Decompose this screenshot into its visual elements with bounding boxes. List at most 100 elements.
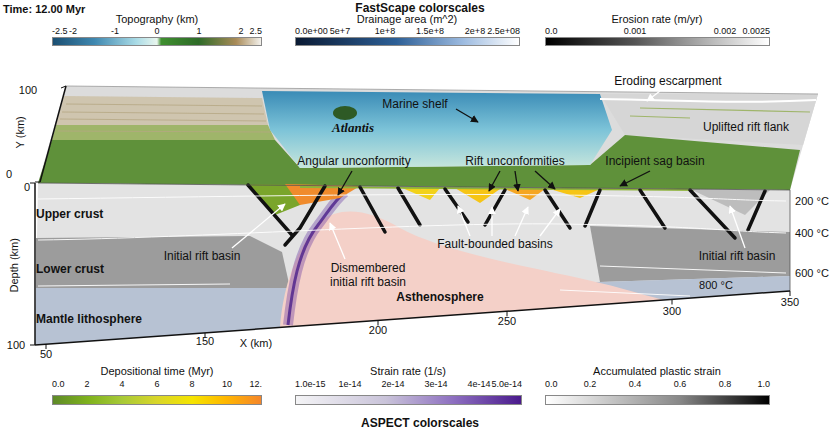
annotation-label: 350: [781, 296, 799, 309]
annotation-label: 100: [19, 84, 37, 97]
annotation-label: 800 °C: [699, 279, 733, 292]
annotation-label: 150: [196, 335, 214, 348]
annotation-label: 2.5e+08: [487, 26, 520, 36]
annotation-label: 2e-14: [381, 379, 404, 389]
isotherm: [560, 290, 690, 296]
annotation-label: -2: [69, 26, 77, 36]
annotation-label: Uplifted rift flank: [703, 121, 789, 135]
fault: [445, 189, 468, 222]
annotation-label: 2.5: [249, 26, 262, 36]
flank-band: [52, 125, 275, 140]
annotation-label: 1e+8: [375, 26, 395, 36]
annotation-label: 0.0025: [742, 26, 770, 36]
x-axis: [35, 291, 790, 345]
annotation-label: 0: [24, 181, 30, 194]
colorbar-title: Topography (km): [116, 13, 199, 26]
annotation-label: Y (km): [14, 116, 27, 148]
fault: [398, 188, 420, 225]
annotation-label: 0.002: [714, 26, 737, 36]
annotation-label: Incipient sag basin: [605, 155, 704, 169]
annotation-label: 4: [119, 379, 124, 389]
colorbar: [295, 37, 520, 46]
surface-base: [38, 86, 818, 190]
annotation-label: 100: [7, 339, 25, 352]
colorbar: [545, 37, 770, 46]
colorbar-title: Drainage area (m^2): [357, 13, 458, 26]
annotation-label: 0.6: [674, 379, 687, 389]
isotherm: [38, 194, 786, 201]
annotation-label: 0.0: [52, 379, 65, 389]
colorbar: [52, 37, 262, 46]
annotation-label: 10: [222, 379, 232, 389]
flank-striation: [58, 104, 270, 132]
sediment-basin: [550, 189, 600, 198]
isotherms: [38, 194, 786, 296]
lower-crust: [36, 236, 290, 288]
annotation-label: 50: [40, 348, 52, 361]
annotation-label: Depth (km): [8, 238, 21, 292]
annotation-label: 1: [196, 26, 201, 36]
colorbar-title: Depositional time (Myr): [100, 365, 213, 378]
annotation-label: -1: [111, 26, 119, 36]
colorbar-title: Accumulated plastic strain: [593, 365, 721, 378]
annotation-label: 0.001: [624, 26, 647, 36]
annotation-label: Initial rift basin: [699, 250, 776, 264]
island: [333, 106, 357, 120]
annotation-label: Upper crust: [36, 208, 103, 222]
colorbar: [545, 395, 770, 405]
annotation-label: 1e-14: [338, 379, 361, 389]
annotation-label: Fault-bounded basins: [437, 238, 552, 252]
flank-striation: [630, 108, 810, 118]
annotation-label: 5e+7: [330, 26, 350, 36]
sediment-basin: [455, 188, 500, 203]
leader-arrow: [515, 207, 528, 236]
annotation-label: Time: 12.00 Myr: [3, 3, 85, 16]
annotation-label: 600 °C: [795, 267, 829, 280]
annotation-label: Atlantis: [332, 121, 374, 136]
annotation-label: 8: [189, 379, 194, 389]
annotation-label: ASPECT colorscales: [361, 417, 479, 431]
annotation-label: 200: [369, 324, 387, 337]
leader-arrow: [540, 209, 560, 236]
annotation-label: 0.0: [545, 26, 558, 36]
annotation-label: 2: [84, 379, 89, 389]
annotation-label: 12.: [249, 379, 262, 389]
annotation-label: 300: [663, 305, 681, 318]
annotation-label: 0: [6, 168, 12, 181]
annotation-label: 0: [154, 26, 159, 36]
leader-arrow: [232, 204, 285, 248]
fault: [690, 190, 735, 238]
leader-arrow: [535, 171, 555, 189]
annotation-label: 0.4: [629, 379, 642, 389]
leader-arrow: [338, 171, 352, 195]
fault: [640, 190, 665, 228]
annotation-label: -2.5: [52, 26, 68, 36]
fault: [285, 186, 325, 245]
depth-axis: [34, 183, 36, 345]
annotation-label: 3e-14: [424, 379, 447, 389]
y-axis: [40, 86, 66, 182]
leader-arrow: [489, 171, 500, 191]
leader-arrow: [515, 171, 518, 191]
annotation-label: 5.0e-14: [491, 379, 522, 389]
annotation-label: X (km): [240, 337, 272, 350]
annotation-label: Asthenosphere: [396, 291, 483, 305]
leader-arrow: [620, 171, 650, 186]
fault: [748, 191, 765, 230]
fault: [360, 187, 385, 232]
escarpment-line: [600, 99, 816, 102]
annotation-label: Rift unconformities: [465, 155, 564, 169]
isotherm: [38, 266, 786, 286]
annotation-label: 200 °C: [795, 195, 829, 208]
annotation-label: 4e-14: [467, 379, 490, 389]
block-edge: [38, 183, 790, 291]
leader-arrow: [647, 91, 660, 101]
upper-crust: [35, 183, 790, 345]
annotation-label: Marine shelf: [382, 98, 447, 112]
colorbar: [295, 395, 522, 405]
annotation-label: 2: [238, 26, 243, 36]
leader-arrow: [458, 206, 470, 236]
marine-shelf: [262, 91, 612, 168]
strain-zone: [288, 192, 345, 325]
